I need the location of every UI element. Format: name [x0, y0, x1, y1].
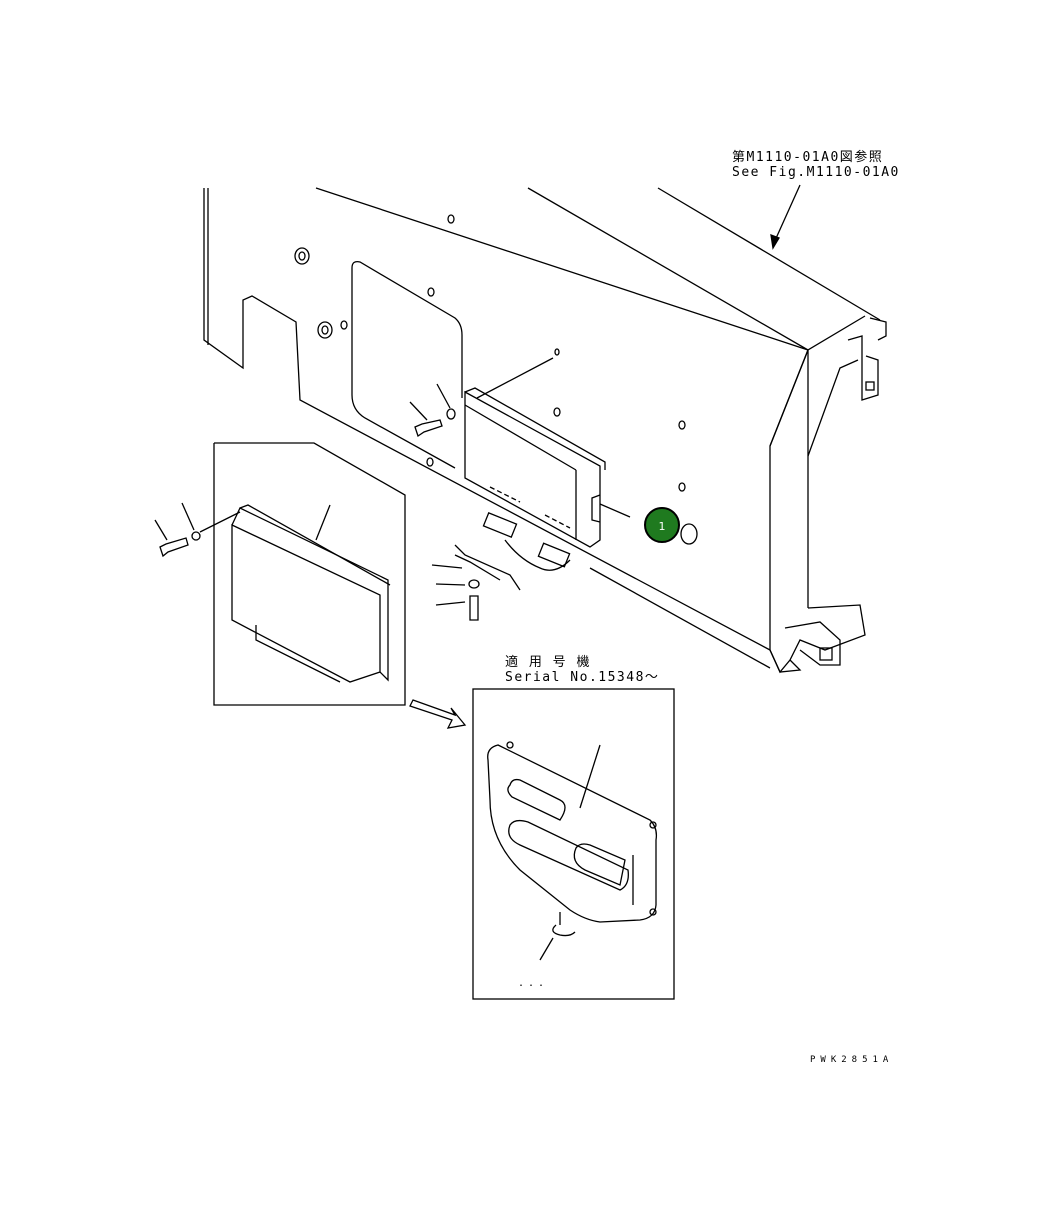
cab-panel [203, 187, 887, 674]
detail-arrow [409, 699, 467, 729]
detail-box-right [472, 688, 675, 1000]
reference-leader [770, 184, 801, 250]
continuation-dots: ... [518, 978, 549, 989]
detail-box-left [154, 442, 406, 706]
serial-note-en: Serial No.15348～ [505, 670, 660, 685]
drawing-code: PWK2851A [810, 1055, 894, 1065]
reference-note-en: See Fig.M1110-01A0 [732, 165, 900, 180]
reference-note: 第M1110-01A0図参照 See Fig.M1110-01A0 [732, 150, 900, 180]
bolt-upper [409, 383, 456, 438]
reference-note-jp: 第M1110-01A0図参照 [732, 150, 884, 165]
part-callout-1[interactable]: 1 [644, 507, 680, 543]
serial-note-jp: 適 用 号 機 [505, 655, 591, 670]
part-callout-number: 1 [658, 519, 666, 533]
controller-unit [464, 357, 606, 548]
serial-note: 適 用 号 機 Serial No.15348～ [505, 655, 659, 685]
wire-harness [431, 503, 631, 621]
